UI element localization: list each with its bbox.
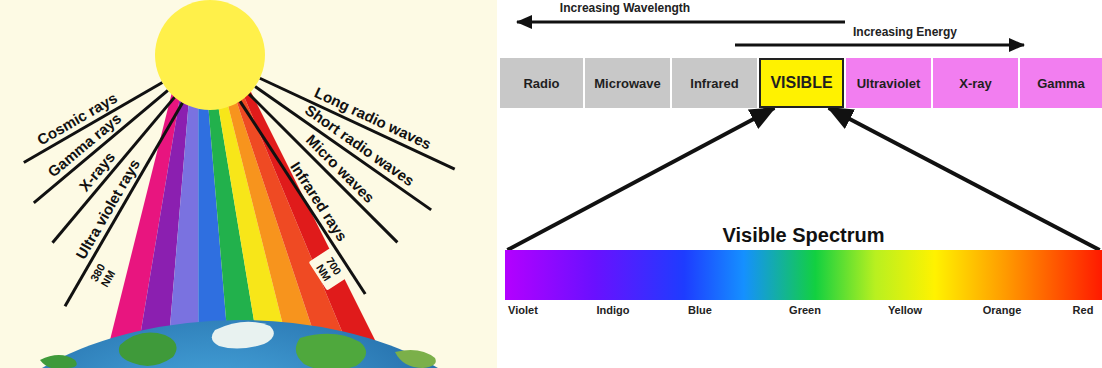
color-name: Blue bbox=[688, 304, 712, 316]
band-box: X-ray bbox=[933, 58, 1018, 108]
sun bbox=[155, 0, 265, 110]
band-name: Infrared bbox=[690, 76, 738, 91]
ray-line bbox=[24, 83, 163, 163]
band-box: Radio bbox=[500, 58, 583, 108]
band-name: Gamma bbox=[1037, 76, 1085, 91]
band-name: X-ray bbox=[959, 76, 992, 91]
ray-label: 380 NM bbox=[82, 254, 122, 297]
band-box: Infrared bbox=[672, 58, 757, 108]
band-box: Ultraviolet bbox=[846, 58, 931, 108]
earth bbox=[0, 320, 510, 368]
wavelength-arrow bbox=[517, 21, 845, 24]
band-box: Microwave bbox=[585, 58, 670, 108]
band-name: Radio bbox=[523, 76, 559, 91]
spectrum-heading: Visible Spectrum bbox=[505, 224, 1102, 247]
band-name: VISIBLE bbox=[770, 74, 832, 92]
color-name: Yellow bbox=[888, 304, 922, 316]
spectrum-bar: Visible Spectrum bbox=[505, 250, 1102, 300]
color-name: Green bbox=[789, 304, 821, 316]
energy-arrow bbox=[735, 44, 1024, 47]
ray-label: 700 NM bbox=[309, 248, 349, 291]
arrow-label: Increasing Wavelength bbox=[560, 2, 690, 15]
color-name: Violet bbox=[508, 304, 538, 316]
arrow-label: Increasing Energy bbox=[853, 26, 957, 39]
ray-label: Ultra violet rays bbox=[73, 156, 144, 262]
color-name: Orange bbox=[983, 304, 1022, 316]
band-box: Gamma bbox=[1020, 58, 1102, 108]
color-name: Indigo bbox=[597, 304, 630, 316]
color-name: Red bbox=[1073, 304, 1094, 316]
direction-arrows bbox=[517, 22, 1024, 45]
ray-line bbox=[260, 78, 455, 169]
band-name: Microwave bbox=[594, 76, 660, 91]
ray-line bbox=[65, 103, 183, 307]
rainbow-rays bbox=[105, 80, 385, 360]
ray-lines bbox=[24, 78, 455, 306]
band-box: VISIBLE bbox=[759, 58, 844, 108]
band-name: Ultraviolet bbox=[857, 76, 921, 91]
left-background bbox=[0, 0, 497, 368]
